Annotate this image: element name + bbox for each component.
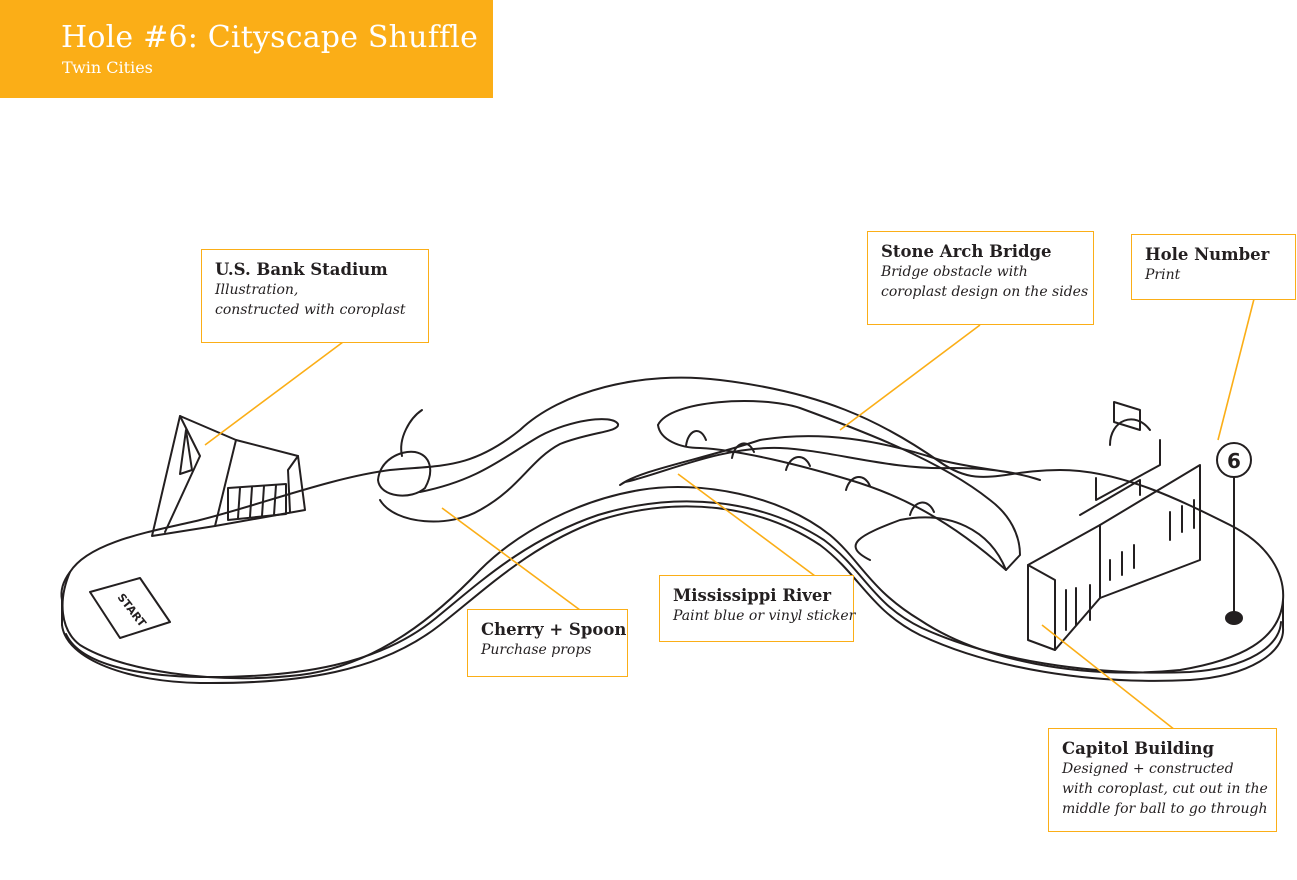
callout-note: Bridge obstacle with: [881, 264, 1028, 280]
stone-arch-bridge: [657, 400, 1021, 571]
callout-note: Paint blue or vinyl sticker: [673, 608, 856, 624]
callout-bridge: Stone Arch Bridge Bridge obstacle with c…: [867, 231, 1094, 325]
leader-river: [677, 473, 816, 577]
page-title: Hole #6: Cityscape Shuffle: [61, 20, 479, 55]
leader-bridge: [839, 324, 981, 431]
callout-note: Designed + constructed: [1062, 761, 1234, 777]
hole-number-post: [1216, 442, 1252, 625]
hole-number-text: 6: [1227, 449, 1241, 473]
callout-title: Mississippi River: [673, 586, 832, 605]
callout-title: Stone Arch Bridge: [881, 242, 1052, 261]
leader-capitol: [1041, 624, 1176, 731]
leader-hole-number: [1217, 298, 1255, 441]
callout-note: constructed with coroplast: [215, 302, 406, 318]
leader-cherry-spoon: [441, 507, 581, 611]
callout-note: Print: [1145, 267, 1181, 283]
cherry-and-spoon: [377, 409, 619, 523]
page-subtitle: Twin Cities: [62, 58, 153, 77]
start-sign-text: START: [115, 591, 149, 630]
leader-stadium: [204, 341, 344, 446]
callout-note: Illustration,: [215, 282, 299, 298]
callout-note: with coroplast, cut out in the: [1062, 781, 1268, 797]
callout-note: coroplast design on the sides: [881, 284, 1089, 300]
callout-title: Capitol Building: [1062, 739, 1215, 758]
course-base: [61, 505, 1285, 685]
callout-stadium: U.S. Bank Stadium Illustration, construc…: [201, 249, 429, 343]
start-tee-sign: [89, 577, 171, 639]
course-base-inner: [65, 500, 1282, 679]
callout-note: middle for ball to go through: [1062, 801, 1268, 817]
callout-cherry-spoon: Cherry + Spoon Purchase props: [467, 609, 628, 677]
callout-river: Mississippi River Paint blue or vinyl st…: [659, 575, 856, 642]
callout-title: Cherry + Spoon: [481, 620, 627, 639]
capitol-building: [1027, 401, 1201, 651]
mississippi-river: [619, 435, 1041, 486]
callout-capitol: Capitol Building Designed + constructed …: [1048, 728, 1277, 832]
callout-title: Hole Number: [1145, 245, 1270, 264]
callout-note: Purchase props: [481, 642, 592, 658]
callout-hole-number: Hole Number Print: [1131, 234, 1296, 300]
title-banner: Hole #6: Cityscape Shuffle Twin Cities: [0, 0, 493, 98]
stadium-illustration: [151, 415, 306, 537]
callout-title: U.S. Bank Stadium: [215, 260, 388, 279]
